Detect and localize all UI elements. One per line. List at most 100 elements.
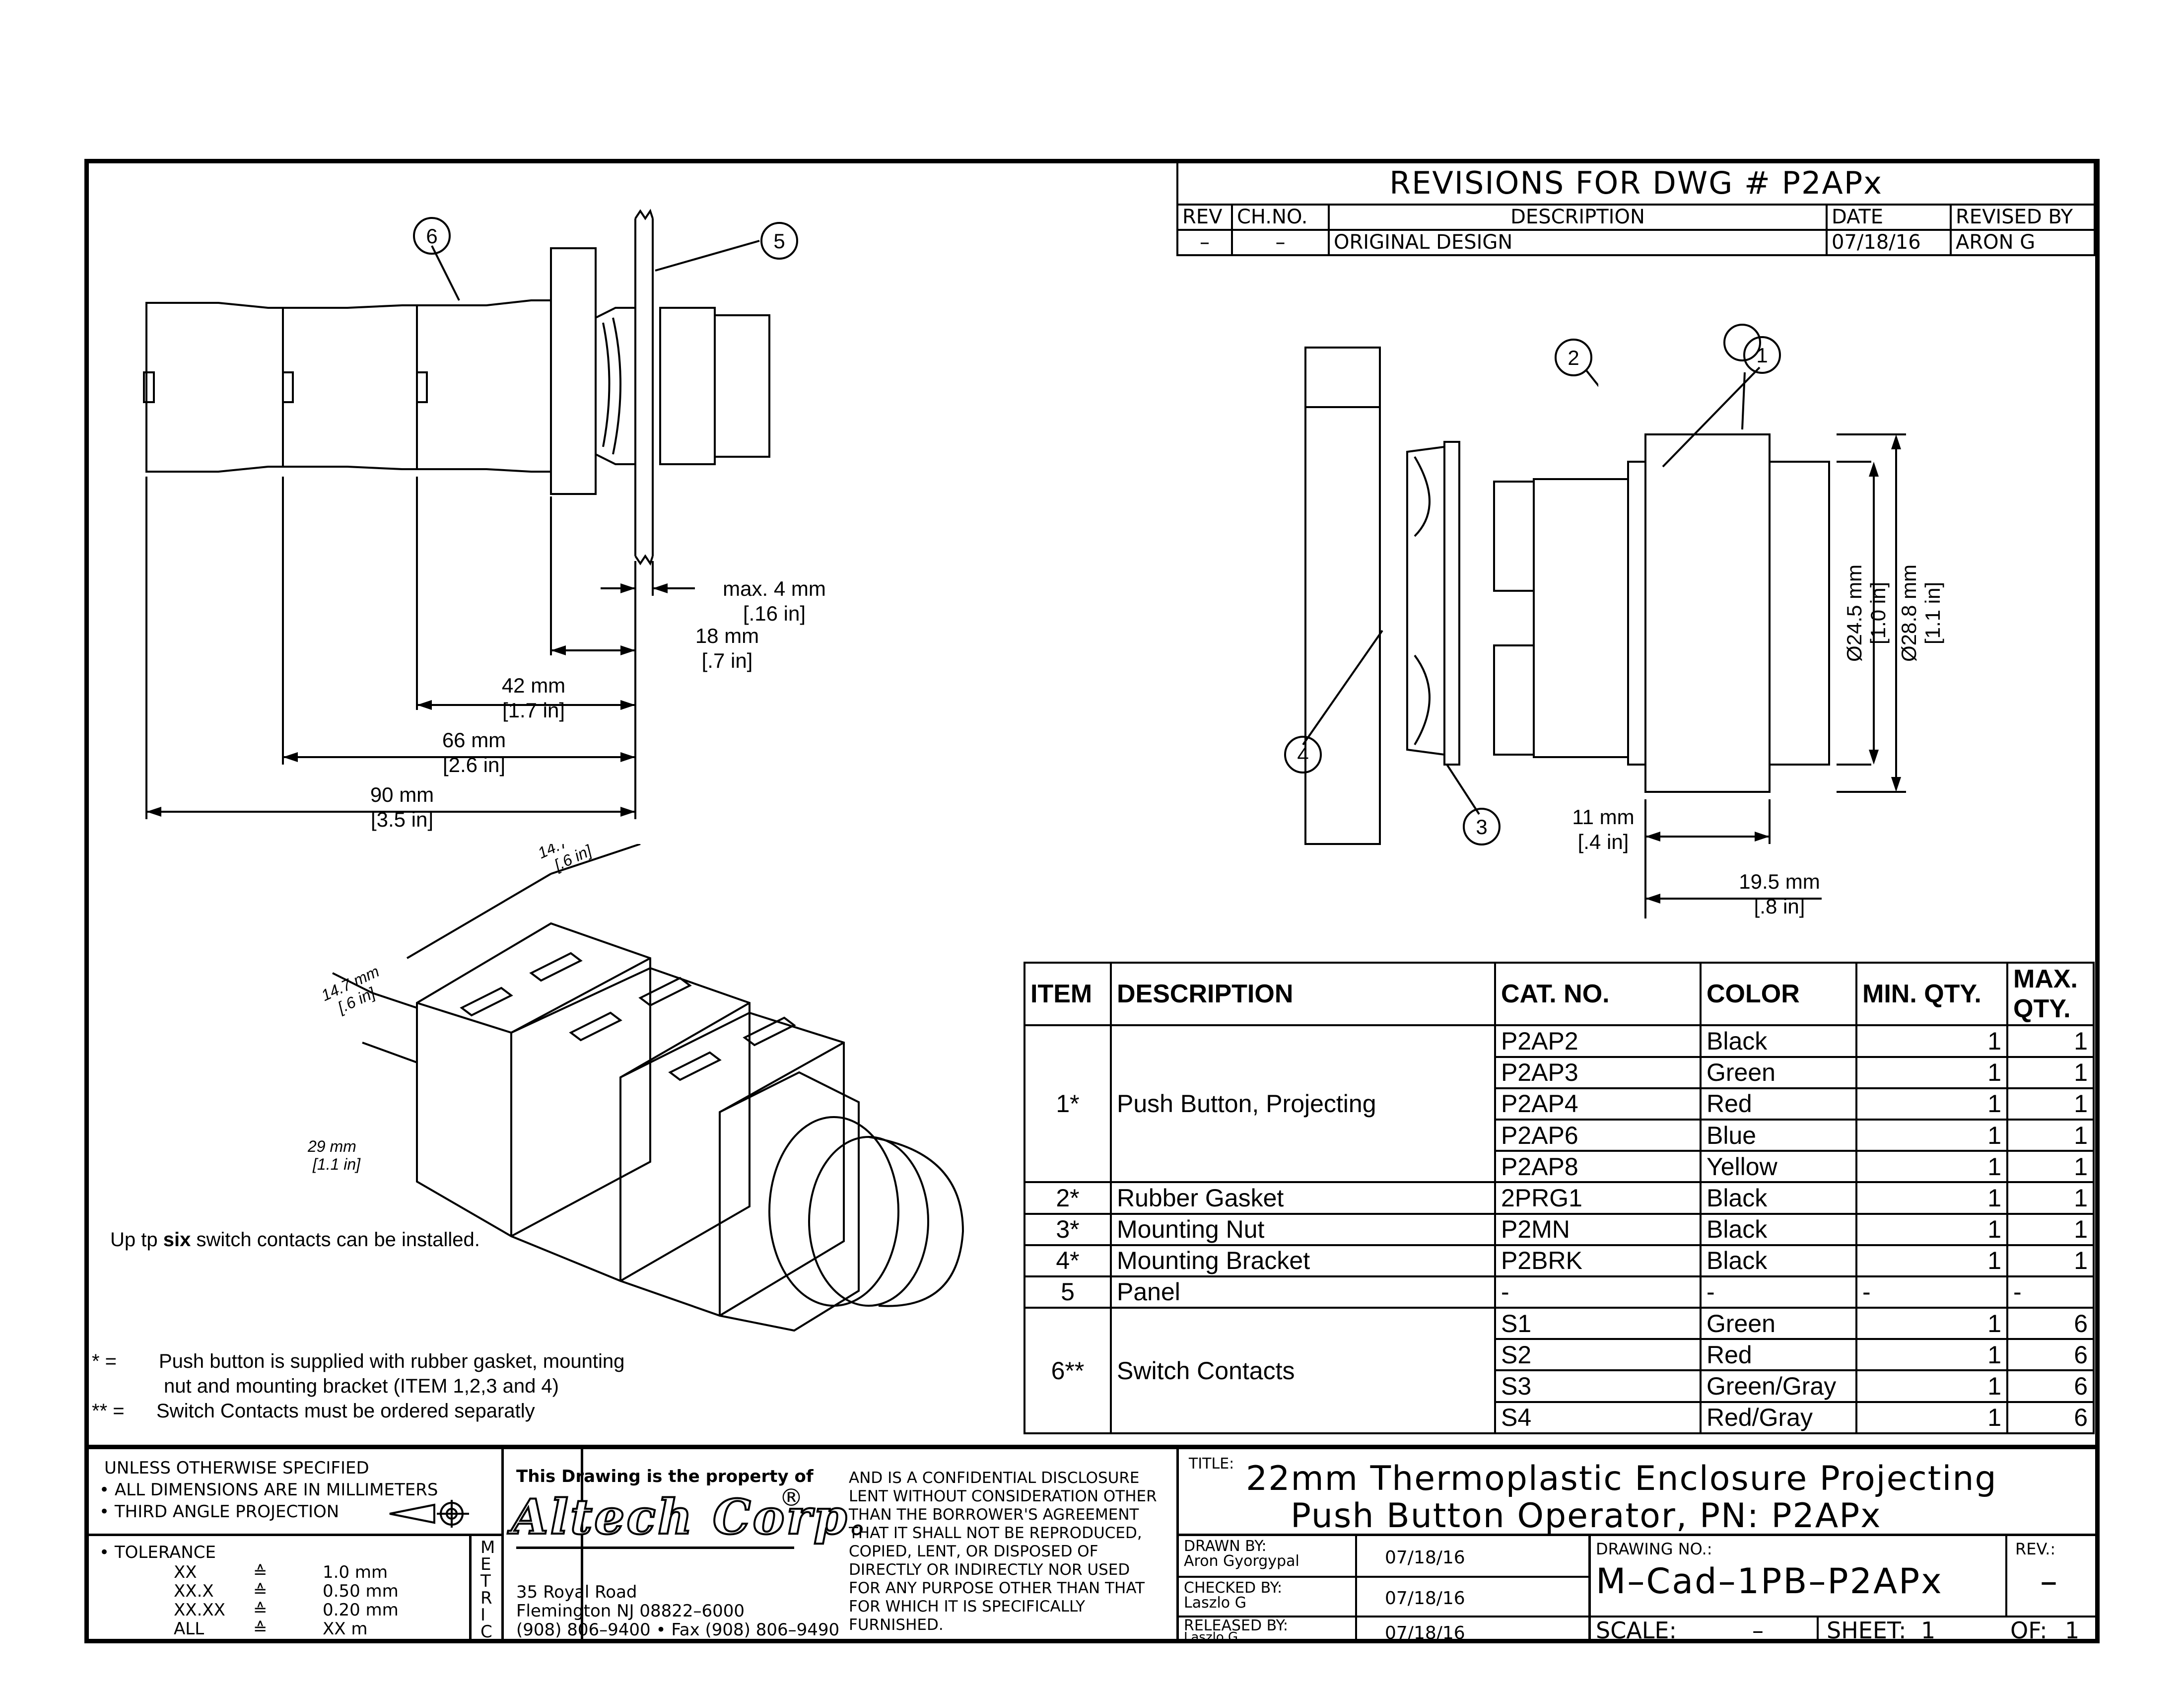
checked-by-name: Laszlo G bbox=[1184, 1594, 1246, 1612]
rev-header-cell: DESCRIPTION bbox=[1328, 203, 1828, 231]
callout-2-label: 2 bbox=[1568, 346, 1579, 369]
dim-18-mm: 18 mm bbox=[695, 624, 759, 647]
released-date: 07/18/16 bbox=[1385, 1623, 1465, 1643]
drawing-frame bbox=[84, 159, 2100, 1643]
bom-min-qty: 1 bbox=[1855, 1338, 2008, 1372]
scale-value: – bbox=[1752, 1617, 1764, 1644]
bom-item-number: 6** bbox=[1024, 1307, 1112, 1434]
bom-min-qty: 1 bbox=[1855, 1244, 2008, 1277]
confidential-line: FOR ANY PURPOSE OTHER THAN THAT bbox=[849, 1579, 1145, 1597]
bom-color: Red bbox=[1700, 1087, 1857, 1121]
bom-color: Black bbox=[1700, 1244, 1857, 1277]
bom-max-qty: 1 bbox=[2006, 1212, 2095, 1246]
checked-by-label: CHECKED BY: bbox=[1184, 1579, 1283, 1597]
rev-header-cell: REV bbox=[1176, 203, 1233, 231]
dim-42-mm: 42 mm bbox=[502, 674, 565, 697]
tolerance-format: XX.X bbox=[174, 1581, 214, 1601]
bom-header-cell: CAT. NO. bbox=[1494, 961, 1702, 1027]
gasket-part bbox=[1627, 461, 1646, 766]
confidential-line: THAT IT SHALL NOT BE REPRODUCED, bbox=[849, 1524, 1142, 1542]
bom-max-qty: 1 bbox=[2006, 1055, 2095, 1089]
tolerance-format: XX.XX bbox=[174, 1600, 225, 1620]
metric-letter: M bbox=[480, 1538, 495, 1557]
bom-header-cell: DESCRIPTION bbox=[1110, 961, 1496, 1027]
bom-min-qty: 1 bbox=[1855, 1369, 2008, 1403]
bom-color: Green/Gray bbox=[1700, 1369, 1857, 1403]
dim-19-5-mm: 19.5 mm bbox=[1739, 870, 1820, 893]
confidential-line: DIRECTLY OR INDIRECTLY NOR USED bbox=[849, 1561, 1130, 1579]
confidential-line: FOR WHICH IT IS SPECIFICALLY bbox=[849, 1598, 1086, 1616]
bom-max-qty: 1 bbox=[2006, 1118, 2095, 1152]
property-text: This Drawing is the property of bbox=[516, 1467, 814, 1486]
rev-label: REV.: bbox=[2015, 1540, 2056, 1558]
dim-90-mm: 90 mm bbox=[370, 783, 434, 806]
rev-row-cell: 07/18/16 bbox=[1826, 228, 1952, 257]
bom-description: Mounting Nut bbox=[1110, 1212, 1496, 1246]
dim-max4-in: [.16 in] bbox=[743, 602, 806, 625]
drawn-by-name: Aron Gyorgypal bbox=[1184, 1552, 1299, 1570]
bom-max-qty: 1 bbox=[2006, 1024, 2095, 1058]
rev-value: – bbox=[2040, 1561, 2057, 1602]
bom-header-cell: MAX. QTY. bbox=[2006, 961, 2095, 1027]
bom-description: Panel bbox=[1110, 1275, 1496, 1309]
scale-label: SCALE: bbox=[1596, 1617, 1677, 1644]
bom-header-cell: COLOR bbox=[1700, 961, 1857, 1027]
of-value: 1 bbox=[2065, 1617, 2080, 1644]
bom-item-number: 3* bbox=[1024, 1212, 1112, 1246]
star-note-mark: * = bbox=[92, 1350, 117, 1372]
tolerance-equiv: ≙ bbox=[253, 1619, 268, 1639]
dim-66-mm: 66 mm bbox=[442, 728, 506, 752]
bom-max-qty: 1 bbox=[2006, 1244, 2095, 1277]
tolerance-equiv: ≙ bbox=[253, 1562, 268, 1582]
double-star-mark: ** = bbox=[92, 1400, 125, 1422]
registered-mark: ® bbox=[779, 1484, 803, 1512]
bom-min-qty: 1 bbox=[1855, 1401, 2008, 1435]
bom-cat-no: S1 bbox=[1494, 1307, 1702, 1340]
bom-min-qty: 1 bbox=[1855, 1212, 2008, 1246]
bom-max-qty: 6 bbox=[2006, 1307, 2095, 1340]
phone-fax: (908) 806–9400 • Fax (908) 806–9490 bbox=[516, 1620, 840, 1640]
bom-min-qty: - bbox=[1855, 1275, 2008, 1309]
rev-header-cell: REVISED BY bbox=[1950, 203, 2096, 231]
tolerance-label: • TOLERANCE bbox=[99, 1543, 216, 1562]
double-star-line: Switch Contacts must be ordered separatl… bbox=[156, 1400, 535, 1422]
tolerance-value: 0.50 mm bbox=[323, 1581, 399, 1601]
bom-header-cell: ITEM bbox=[1024, 961, 1112, 1027]
callout-1: 1 bbox=[1756, 344, 1768, 367]
address-line2: Flemington NJ 08822–6000 bbox=[516, 1601, 745, 1621]
bracket bbox=[550, 247, 597, 495]
callout-6: 6 bbox=[426, 224, 437, 248]
bom-color: Red bbox=[1700, 1338, 1857, 1372]
revisions-title: REVISIONS FOR DWG # P2APx bbox=[1176, 163, 2096, 206]
bom-header-cell: MIN. QTY. bbox=[1855, 961, 2008, 1027]
bom-cat-no: P2AP8 bbox=[1494, 1150, 1702, 1184]
rev-row-cell: ORIGINAL DESIGN bbox=[1328, 228, 1828, 257]
bom-color: Black bbox=[1700, 1181, 1857, 1215]
dim-11-mm: 11 mm bbox=[1572, 805, 1634, 829]
drawing-no-label: DRAWING NO.: bbox=[1596, 1540, 1712, 1558]
bom-color: - bbox=[1700, 1275, 1857, 1309]
bom-max-qty: 6 bbox=[2006, 1401, 2095, 1435]
bom-cat-no: S3 bbox=[1494, 1369, 1702, 1403]
dim-66-in: [2.6 in] bbox=[443, 753, 505, 776]
rev-header-cell: CH.NO. bbox=[1231, 203, 1330, 231]
contact-block-3 bbox=[416, 299, 552, 473]
confidential-line: LENT WITHOUT CONSIDERATION OTHER bbox=[849, 1487, 1157, 1505]
metric-letter: I bbox=[480, 1605, 486, 1625]
bom-description: Mounting Bracket bbox=[1110, 1244, 1496, 1277]
all-dims-mm: • ALL DIMENSIONS ARE IN MILLIMETERS bbox=[99, 1480, 438, 1500]
bom-min-qty: 1 bbox=[1855, 1150, 2008, 1184]
dim-dia24-5-in: [1.0 in] bbox=[1866, 582, 1890, 644]
bom-item-number: 1* bbox=[1024, 1024, 1112, 1184]
rev-header-cell: DATE bbox=[1826, 203, 1952, 231]
confidential-line: AND IS A CONFIDENTIAL DISCLOSURE bbox=[849, 1469, 1140, 1487]
